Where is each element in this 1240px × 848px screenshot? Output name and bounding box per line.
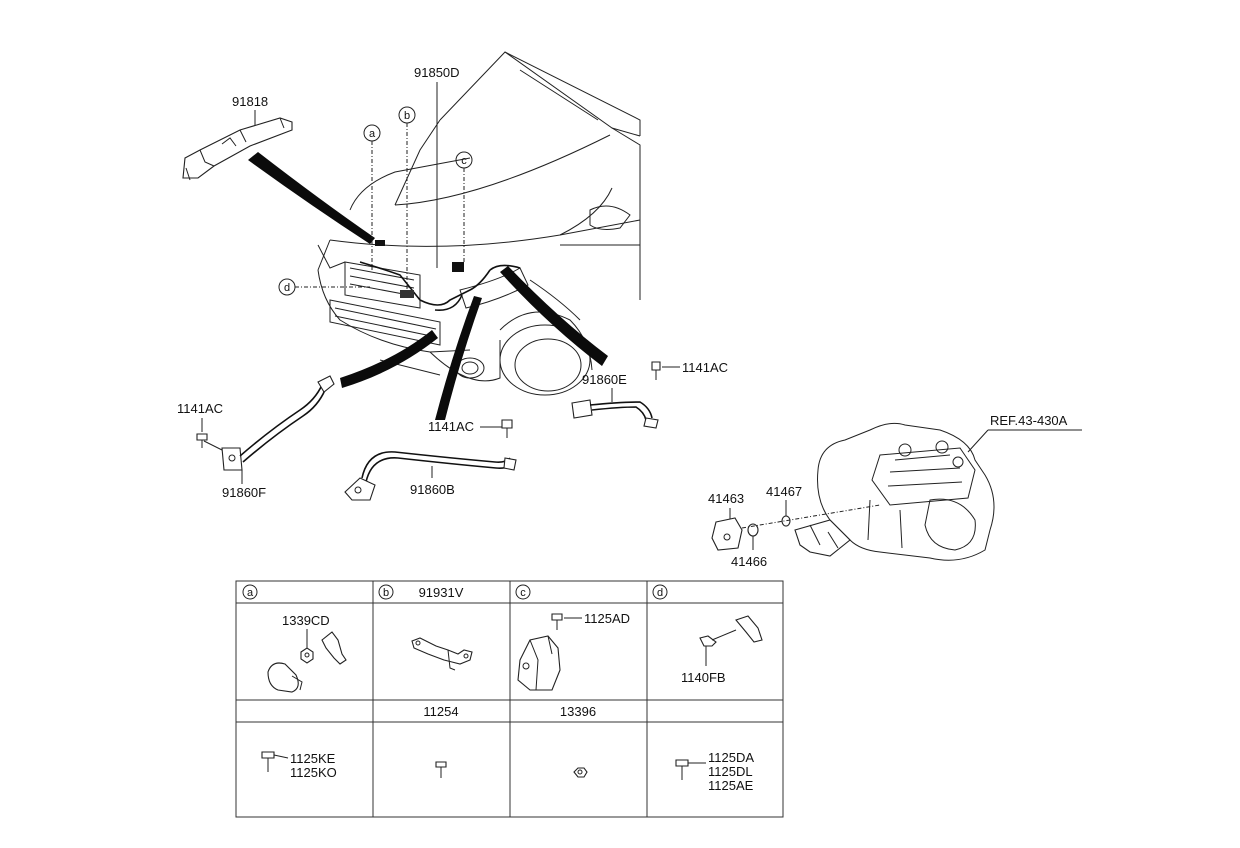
svg-text:1125KO: 1125KO [290,765,337,780]
svg-text:41466: 41466 [731,554,767,569]
svg-text:c: c [520,587,526,599]
callout-a: a [363,124,381,270]
svg-text:1140FB: 1140FB [681,670,726,685]
svg-text:1141AC: 1141AC [177,401,223,416]
svg-text:1141AC: 1141AC [682,360,728,375]
svg-text:a: a [369,128,376,140]
svg-text:91860B: 91860B [410,482,455,497]
svg-text:1125AE: 1125AE [708,778,754,793]
lead-band-91860B [435,296,482,420]
lead-band-91818 [248,152,375,244]
part-91818-bracket: 91818 [182,94,293,181]
part-41463-group: 41463 41467 41466 [708,484,881,569]
svg-text:1125DA: 1125DA [708,750,754,765]
cell-c-nut-13396 [573,767,588,778]
table-header-a: a [242,584,258,600]
svg-text:d: d [284,282,290,294]
svg-text:b: b [404,110,410,122]
svg-text:1125DL: 1125DL [708,764,753,779]
table-header-c: c [515,584,531,600]
svg-text:REF.43-430A: REF.43-430A [990,413,1068,428]
svg-text:1141AC: 1141AC [428,419,474,434]
parts-table [235,580,784,818]
svg-text:c: c [461,155,467,167]
svg-text:b: b [383,587,389,599]
callout-d: d [278,278,370,296]
part-91860F-cable: 1141AC 91860F [177,375,335,500]
callout-c: c [455,151,473,262]
cell-b-bolt-11254 [435,761,447,778]
svg-text:41463: 41463 [708,491,744,506]
wiring-harness [359,240,521,312]
svg-text:91860E: 91860E [582,372,627,387]
label-91850D: 91850D [414,65,460,80]
cell-d-bolts: 1125DA 1125DL 1125AE [675,750,754,793]
svg-text:a: a [247,587,254,599]
lead-band-91860E [500,266,608,366]
transmission-drawing: REF.43-430A [794,413,1082,561]
table-header-b: b 91931V [378,584,464,600]
callout-b: b [398,106,416,290]
svg-text:41467: 41467 [766,484,802,499]
svg-text:1339CD: 1339CD [282,613,330,628]
part-91860B-cable: 1141AC 91860B [344,419,517,501]
cell-b-91931V [411,637,473,671]
svg-text:91931V: 91931V [419,585,464,600]
part-91860E-cable: 1141AC 91860E [571,360,728,429]
cell-a-1339CD: 1339CD [267,613,347,693]
cell-a-bolts: 1125KE 1125KO [261,751,337,780]
svg-text:1125AD: 1125AD [584,611,630,626]
cell-c-1125AD: 1125AD [517,611,630,691]
cell-d-1140FB: 1140FB [681,615,763,685]
svg-text:1125KE: 1125KE [290,751,336,766]
subheader-c: 13396 [560,704,596,719]
lead-band-91860F [340,330,438,388]
svg-text:91860F: 91860F [222,485,266,500]
subheader-b: 11254 [423,704,458,719]
svg-text:d: d [657,587,663,599]
table-header-d: d [652,584,668,600]
svg-text:91818: 91818 [232,94,268,109]
